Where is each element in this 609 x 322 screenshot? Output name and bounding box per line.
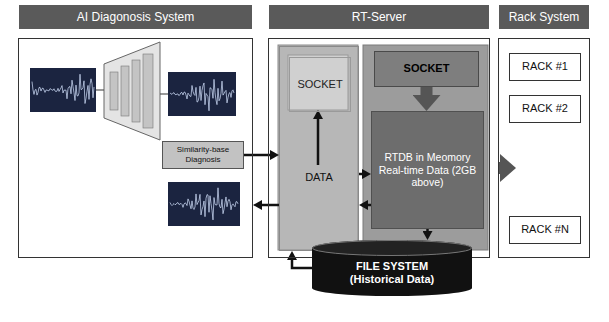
node-label: RACK #2 (518, 102, 572, 115)
flow-arrow (292, 260, 312, 268)
data-panel: DATA SOCKET (279, 46, 359, 251)
waveform-trace (170, 188, 238, 220)
socket-fill (288, 55, 348, 110)
network-layers (110, 54, 153, 128)
input-line (96, 89, 104, 90)
data-panel-fill (278, 45, 358, 250)
rack-box: RACK #2 (509, 95, 581, 123)
system-panel: RT-ServerDATASOCKETSOCKETRTDB in Meomory… (268, 38, 490, 258)
socket-box: SOCKET (289, 57, 350, 112)
block-arrow (421, 87, 433, 95)
node-label: RTDB in Meomory Real-time Data (2GB abov… (372, 151, 483, 189)
neural-network (104, 42, 160, 140)
waveform-trace (32, 74, 94, 103)
cylinder-top (313, 241, 472, 256)
section-header: RT-Server (269, 5, 489, 29)
socket-box: SOCKET (374, 51, 479, 87)
node-label: Similarity-base Diagnosis (163, 145, 243, 164)
flow-arrow (426, 229, 429, 231)
system-panel: Rack SystemRACK #1RACK #2RACK #N (498, 38, 590, 258)
data-to-socket-arrow (317, 119, 320, 165)
flow-arrow (359, 173, 362, 176)
flow-arrow (244, 154, 270, 157)
section-header: Rack System (499, 5, 589, 29)
node-label: SOCKET (293, 78, 346, 91)
section-header: AI Diagonosis System (19, 5, 252, 29)
cylinder-body (312, 240, 472, 296)
node-label: SOCKET (400, 62, 454, 75)
rack-box: RACK #N (509, 216, 581, 244)
waveform-trace (170, 79, 234, 110)
system-panel: AI Diagonosis SystemSimilarity-base Diag… (18, 38, 253, 258)
node-label: (Historical Data) (346, 273, 438, 286)
node-label: FILE SYSTEM (352, 260, 432, 273)
node-label: RACK #N (517, 223, 573, 236)
storage-cylinder: FILE SYSTEM(Historical Data) (312, 240, 472, 296)
rtdb-panel-fill (363, 45, 488, 250)
output-line (160, 93, 168, 94)
node-label: RACK #1 (518, 60, 572, 73)
flow-arrow (262, 204, 279, 207)
process-box: Similarity-base Diagnosis (162, 141, 244, 169)
node-label: DATA (301, 171, 337, 184)
database-box: RTDB in Meomory Real-time Data (2GB abov… (371, 111, 484, 229)
rack-box: RACK #1 (509, 53, 581, 81)
